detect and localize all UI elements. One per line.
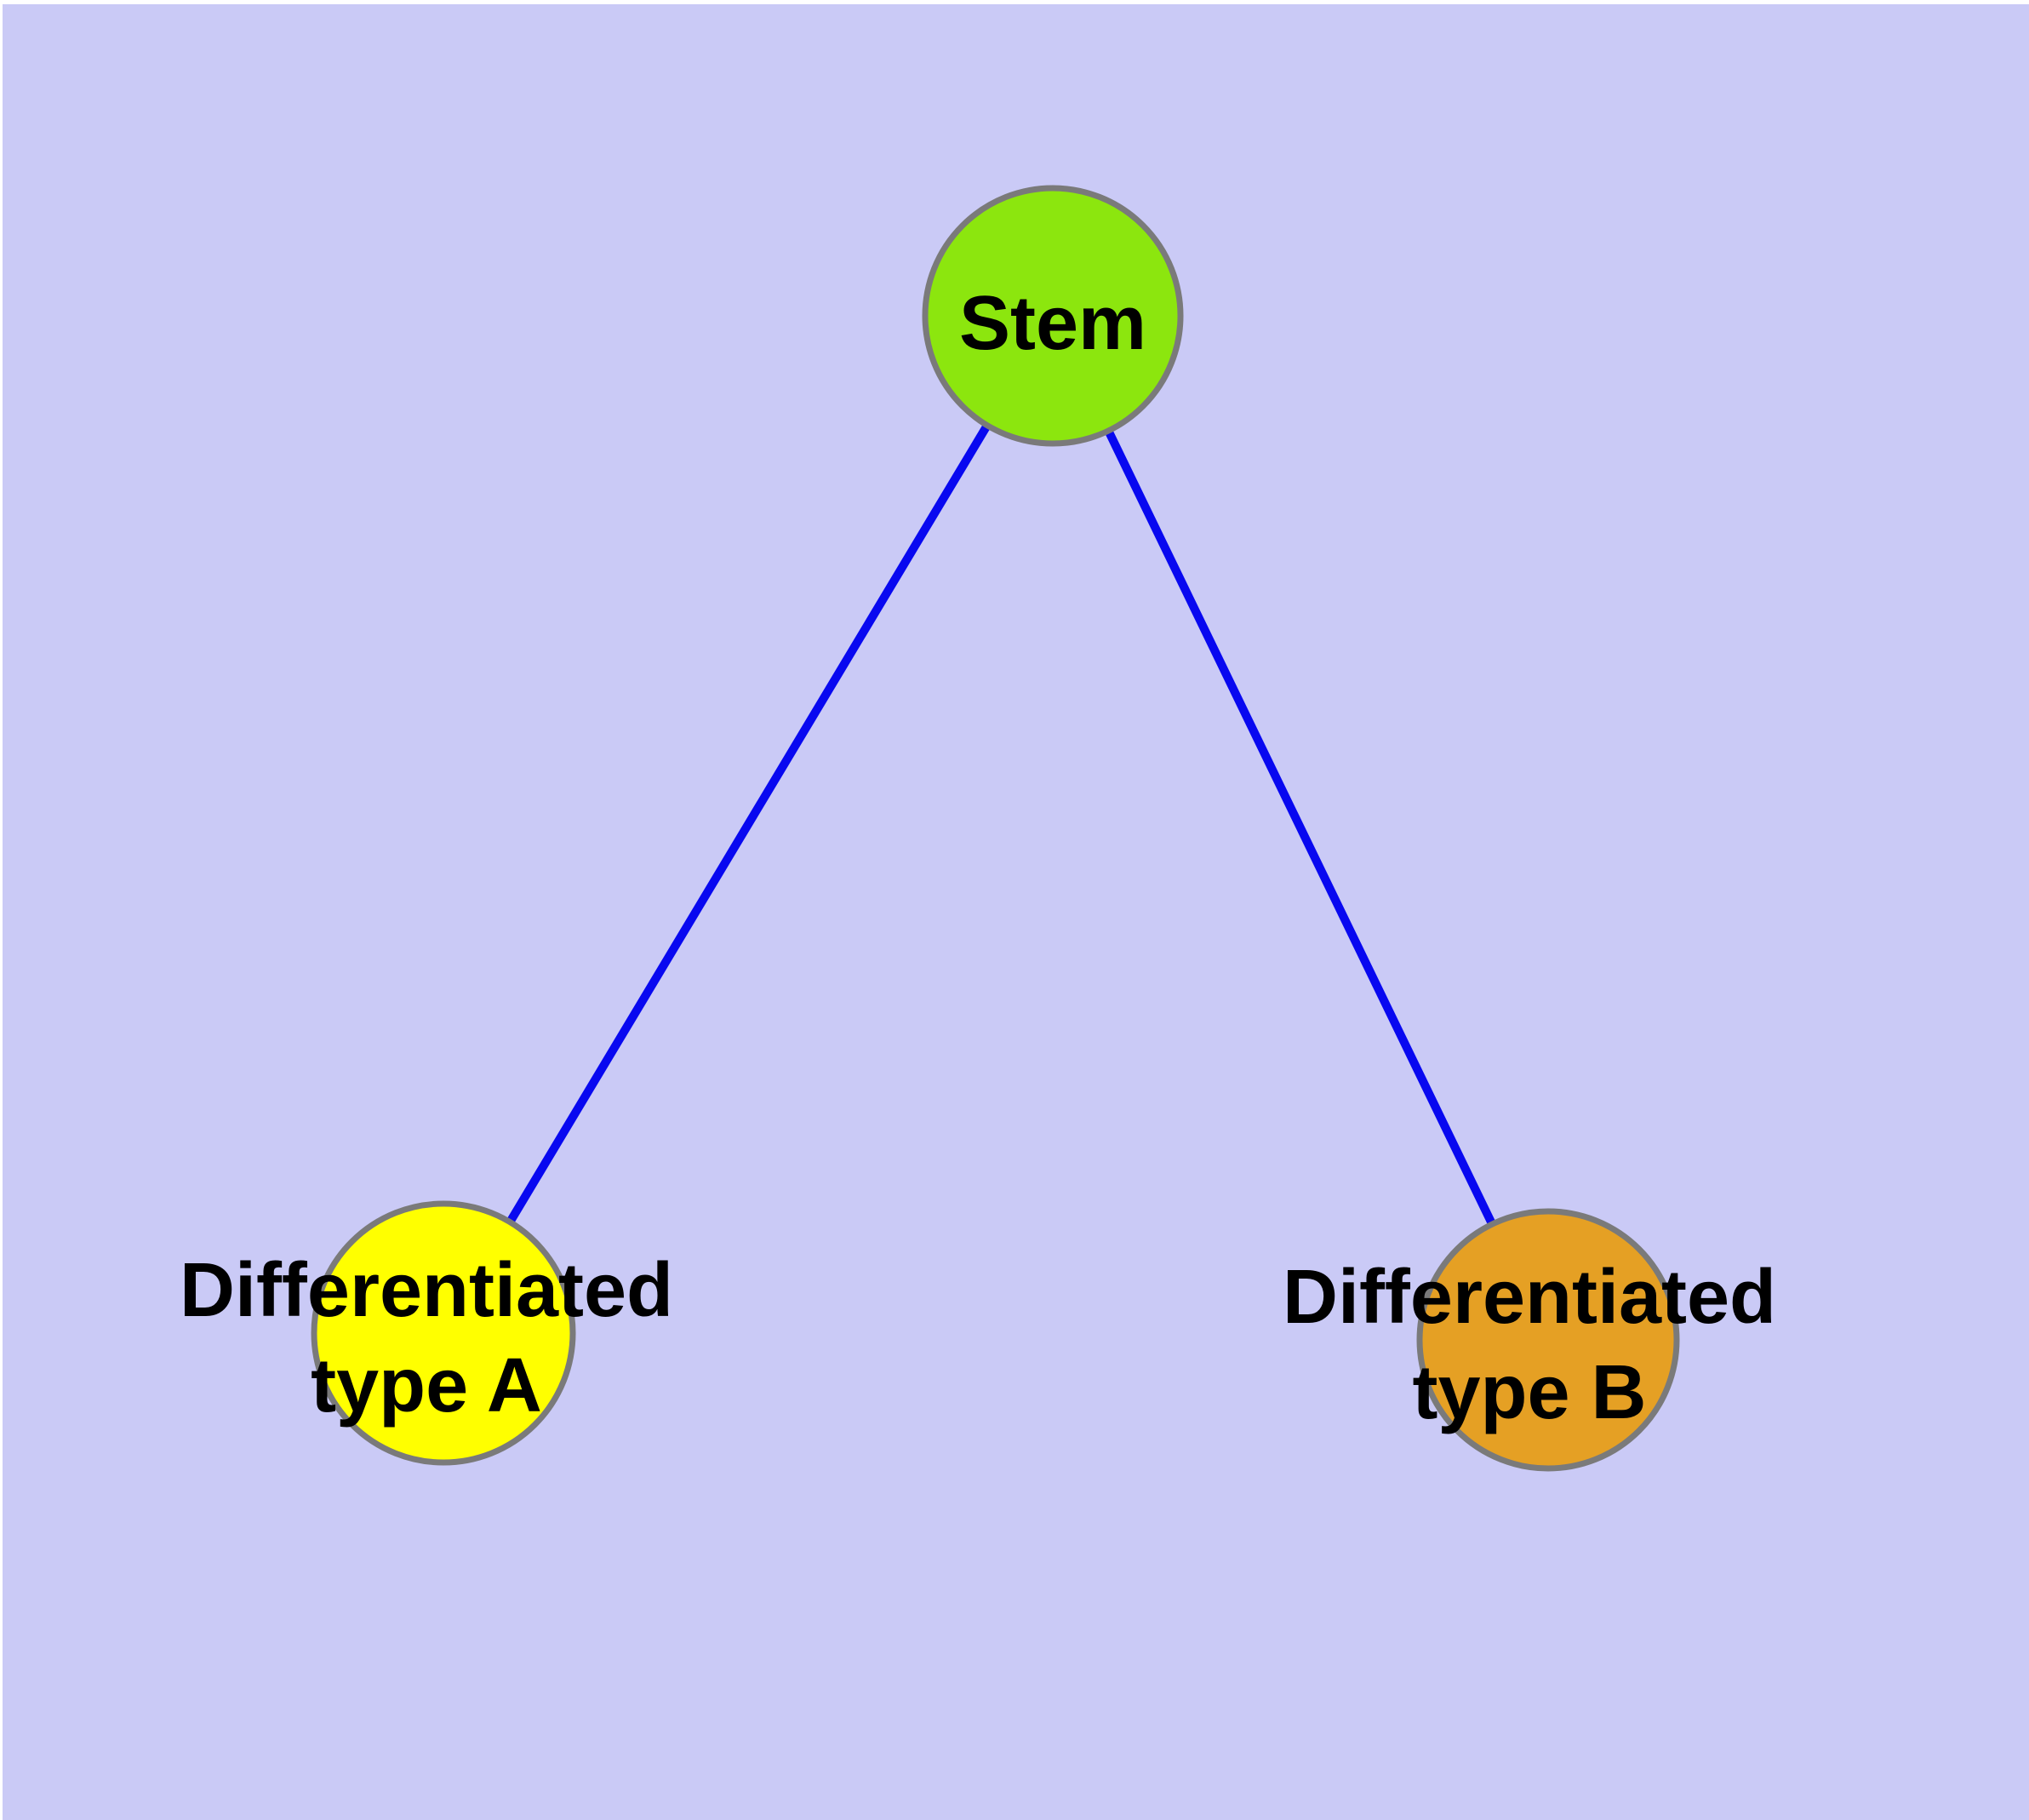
node-type-a-label-line1: Differentiated [180, 1248, 673, 1333]
node-differentiated-type-b [1416, 1208, 1680, 1472]
node-differentiated-type-a [311, 1200, 576, 1466]
edge-stem-to-type-b [1049, 312, 1552, 1344]
node-type-a-label-line2: type A [311, 1343, 542, 1428]
node-type-b-label-line1: Differentiated [1283, 1255, 1776, 1340]
node-stem [922, 185, 1184, 447]
edge-stem-to-type-a [439, 312, 1057, 1337]
node-stem-label: Stem [959, 281, 1146, 366]
node-type-b-label-line2: type B [1412, 1350, 1646, 1435]
